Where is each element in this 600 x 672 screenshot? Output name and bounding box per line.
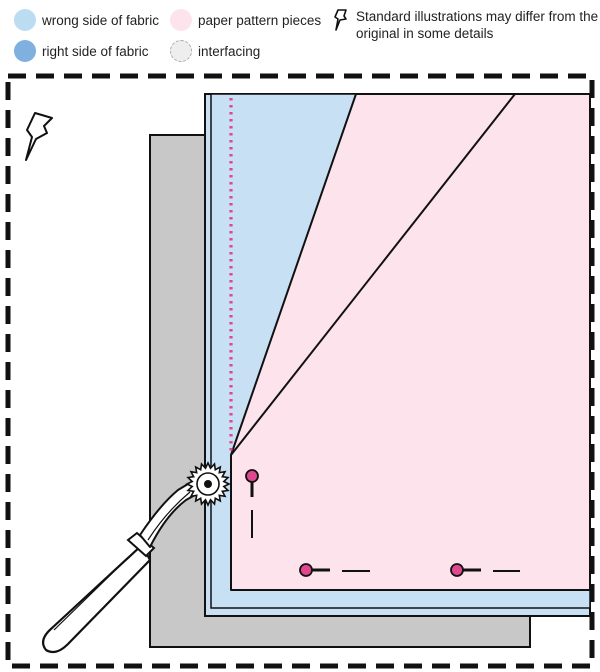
legend-paper-pattern-label: paper pattern pieces: [198, 12, 322, 28]
pin-horizontal-left: [299, 563, 370, 577]
legend-interfacing-label: interfacing: [198, 43, 261, 59]
dashed-frame: [5, 73, 595, 669]
legend-right-side: right side of fabric: [14, 40, 149, 62]
push-pin-icon: [334, 9, 347, 31]
legend: wrong side of fabric right side of fabri…: [0, 0, 600, 72]
pin-horizontal-right: [450, 563, 520, 577]
legend-wrong-side-label: wrong side of fabric: [42, 12, 160, 28]
legend-right-side-label: right side of fabric: [42, 43, 149, 59]
legend-wrong-side: wrong side of fabric: [14, 9, 159, 31]
tracing-wheel-icon: [41, 461, 231, 654]
legend-note: Standard illustrations may differ from t…: [332, 8, 600, 42]
legend-note-text: Standard illustrations may differ from t…: [356, 9, 599, 41]
legend-interfacing: interfacing: [170, 40, 260, 62]
wrong-side-swatch: [14, 9, 36, 31]
paper-pattern-piece: [230, 93, 591, 591]
pattern-fold-line: [230, 93, 516, 456]
right-side-swatch: [14, 40, 36, 62]
legend-paper-pattern: paper pattern pieces: [170, 9, 321, 31]
interfacing-swatch: [170, 40, 192, 62]
pin-vertical: [245, 469, 259, 538]
paper-pattern-swatch: [170, 9, 192, 31]
push-pin-icon: [25, 112, 53, 161]
